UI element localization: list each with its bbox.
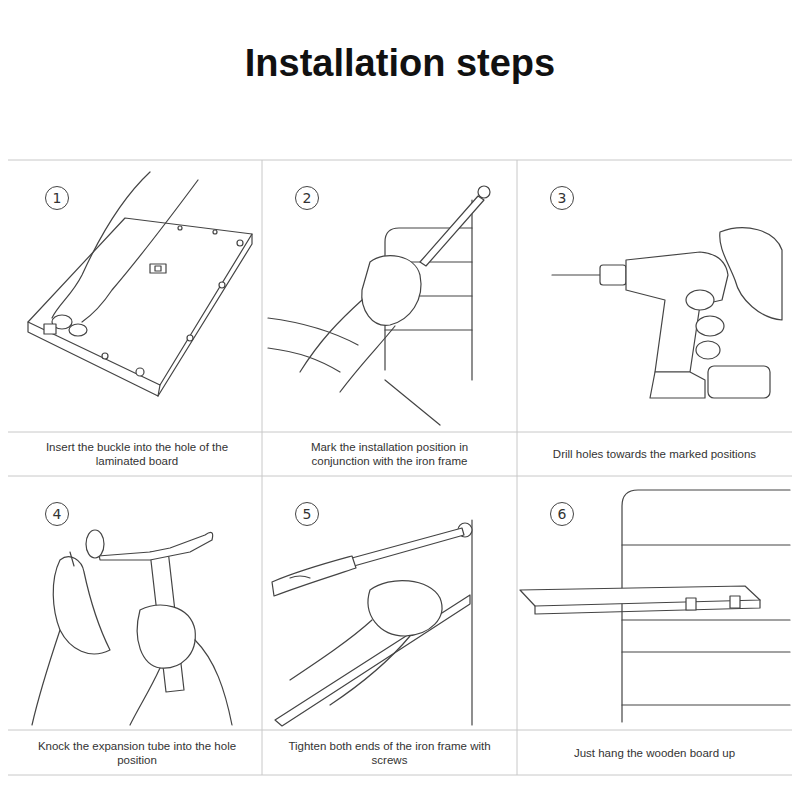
step-caption: Knock the expansion tube into the hole p… <box>28 739 246 767</box>
step-panel: 4Knock the expansion tube into the hole … <box>12 476 262 775</box>
step-caption: Just hang the wooden board up <box>574 746 735 760</box>
step-caption: Mark the installation position in conjun… <box>281 440 499 468</box>
frame-mark-sketch <box>268 186 490 425</box>
caption-cell: Mark the installation position in conjun… <box>262 432 517 476</box>
step-number: 3 <box>550 186 574 210</box>
page-title: Installation steps <box>0 42 800 85</box>
step-caption: Drill holes towards the marked positions <box>553 447 756 461</box>
grid-lines <box>8 160 792 775</box>
step-panel: 5Tighten both ends of the iron frame wit… <box>262 476 517 775</box>
caption-cell: Insert the buckle into the hole of the l… <box>12 432 262 476</box>
board-sketch <box>28 172 252 396</box>
step-panel: 3Drill holes towards the marked position… <box>517 160 792 476</box>
caption-cell: Knock the expansion tube into the hole p… <box>12 730 262 775</box>
step-number: 2 <box>295 186 319 210</box>
step-number: 6 <box>550 502 574 526</box>
step-number: 4 <box>45 502 69 526</box>
caption-cell: Just hang the wooden board up <box>517 730 792 775</box>
frame-board-sketch <box>520 490 790 722</box>
step-number: 5 <box>295 502 319 526</box>
step-panel: 1Insert the buckle into the hole of the … <box>12 160 262 476</box>
step-caption: Tighten both ends of the iron frame with… <box>281 739 499 767</box>
step-panel: 2Mark the installation position in conju… <box>262 160 517 476</box>
drill-sketch <box>552 228 782 398</box>
caption-cell: Tighten both ends of the iron frame with… <box>262 730 517 775</box>
step-panel: 6Just hang the wooden board up <box>517 476 792 775</box>
step-number: 1 <box>45 186 69 210</box>
caption-cell: Drill holes towards the marked positions <box>517 432 792 476</box>
hammer-sketch <box>32 530 232 725</box>
screwdriver-sketch <box>272 520 472 726</box>
step-caption: Insert the buckle into the hole of the l… <box>28 440 246 468</box>
